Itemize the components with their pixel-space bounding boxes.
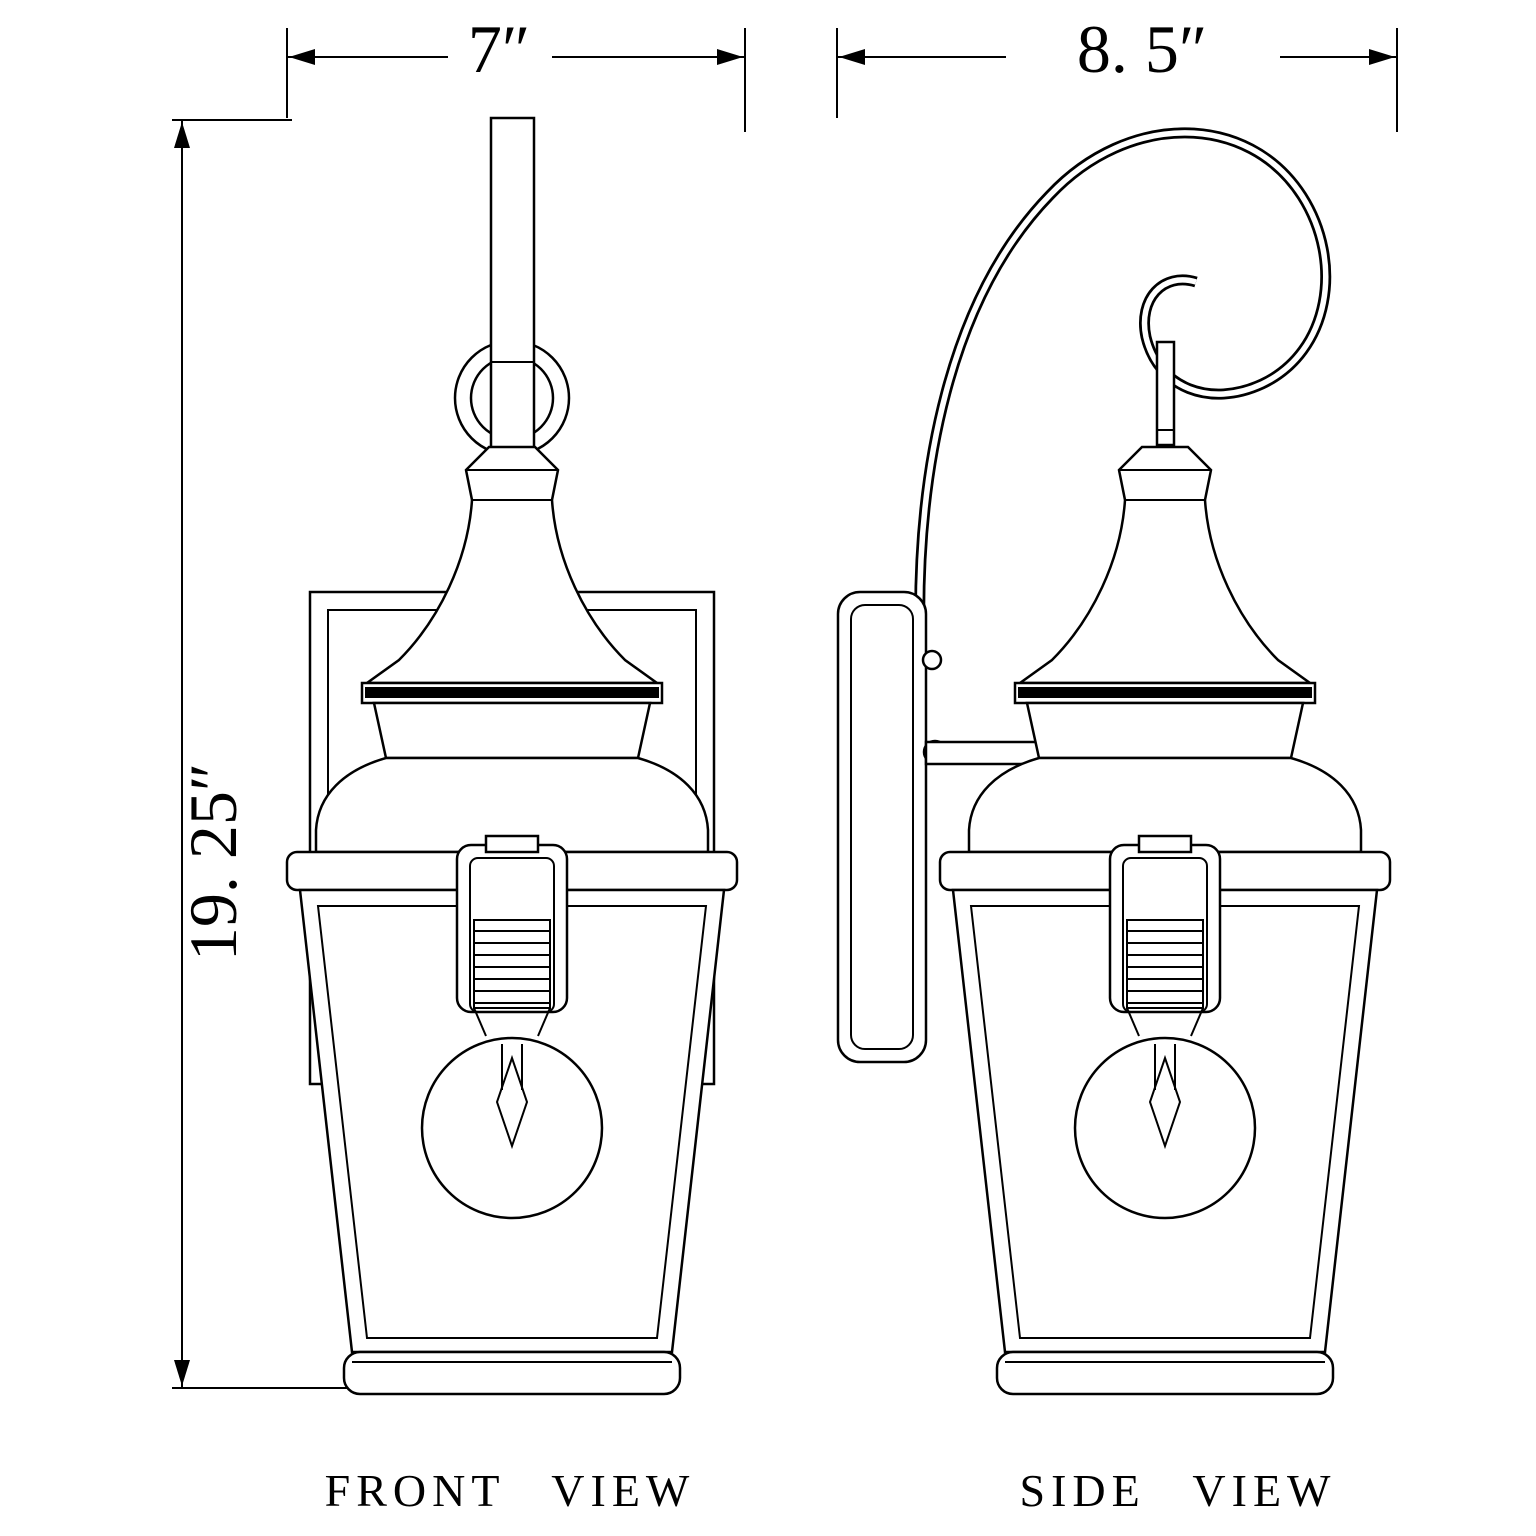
height-dimension-label: 19. 25″ — [175, 763, 251, 961]
width-dimension: 7″ — [286, 11, 746, 132]
front-view-drawing — [285, 116, 739, 1396]
lantern-side — [938, 445, 1392, 1396]
front-view-label: FRONT VIEW — [325, 1465, 696, 1516]
wall-plate-side — [836, 590, 928, 1064]
arrowhead — [174, 1360, 190, 1386]
width-dimension-label: 7″ — [468, 11, 530, 87]
support-arm — [924, 740, 1042, 766]
height-dimension: 19. 25″ — [172, 119, 350, 1389]
wall-plate-side-inner — [850, 604, 914, 1050]
hanger-pin — [1155, 340, 1176, 447]
arrowhead — [1369, 49, 1395, 65]
lantern-front — [285, 445, 739, 1396]
side-view-drawing — [836, 127, 1392, 1396]
mounting-knob — [921, 649, 943, 671]
side-view-label: SIDE VIEW — [1020, 1465, 1337, 1516]
depth-dimension: 8. 5″ — [836, 11, 1398, 132]
arrowhead — [289, 49, 315, 65]
scroll-arm — [914, 127, 1332, 641]
arrowhead — [717, 49, 743, 65]
arrowhead — [839, 49, 865, 65]
arrowhead — [174, 122, 190, 148]
stem — [489, 116, 536, 472]
depth-dimension-label: 8. 5″ — [1077, 11, 1207, 87]
